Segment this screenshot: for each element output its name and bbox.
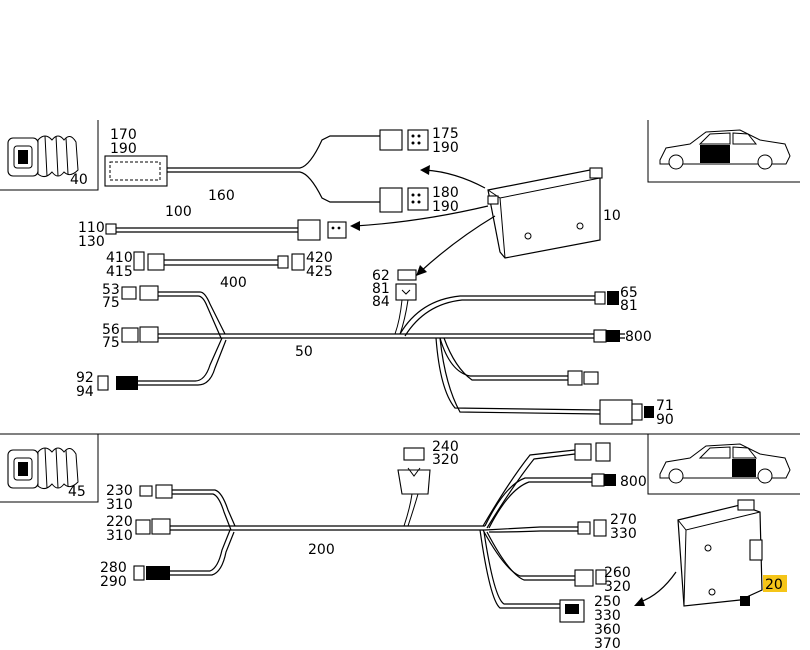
label-240: 240 <box>432 439 459 455</box>
label-100: 100 <box>165 204 192 220</box>
label-280: 280 <box>100 560 127 576</box>
label-410: 410 <box>106 250 133 266</box>
connector-62[interactable]: 62 81 84 <box>372 268 417 310</box>
connector-240[interactable]: 240 320 <box>397 439 459 495</box>
harness-160[interactable]: 170 190 160 <box>104 127 380 204</box>
label-420: 420 <box>306 250 333 266</box>
label-220-310: 310 <box>106 528 133 544</box>
label-260-320: 320 <box>604 579 631 595</box>
inset-label-45: 45 <box>68 484 86 500</box>
label-290: 290 <box>100 574 127 590</box>
label-130: 130 <box>78 234 105 250</box>
label-92: 92 <box>76 370 94 386</box>
connector-180[interactable]: 180 190 <box>379 185 459 215</box>
label-260: 260 <box>604 565 631 581</box>
label-81: 81 <box>372 281 390 297</box>
label-180: 180 <box>432 185 459 201</box>
label-170: 170 <box>110 127 137 143</box>
control-unit-20[interactable]: 20 <box>634 499 787 607</box>
label-10: 10 <box>603 208 621 224</box>
label-270-330: 330 <box>610 526 637 542</box>
harness-200[interactable]: 230 310 220 310 280 290 200 800 27 <box>100 442 647 650</box>
inset-label-40: 40 <box>70 172 88 188</box>
harness-400[interactable]: 410 415 420 425 400 <box>106 250 333 291</box>
label-56: 56 <box>102 322 120 338</box>
label-240-320: 320 <box>432 452 459 468</box>
label-50: 50 <box>295 344 313 360</box>
label-71: 71 <box>656 398 674 414</box>
label-180-190: 190 <box>432 199 459 215</box>
label-65-81: 81 <box>620 298 638 314</box>
label-270: 270 <box>610 512 637 528</box>
label-250-360: 360 <box>594 622 621 638</box>
label-175-190: 190 <box>432 140 459 156</box>
label-71-90: 90 <box>656 412 674 428</box>
label-800-top: 800 <box>625 329 652 345</box>
highlight-20 <box>763 575 787 592</box>
label-20: 20 <box>765 577 783 593</box>
label-415: 415 <box>106 264 133 280</box>
label-65: 65 <box>620 285 638 301</box>
label-160: 160 <box>208 188 235 204</box>
label-110: 110 <box>78 220 105 236</box>
harness-50[interactable]: 53 75 56 75 92 94 50 65 81 800 71 90 <box>76 282 674 428</box>
label-400: 400 <box>220 275 247 291</box>
label-220: 220 <box>106 514 133 530</box>
inset-boot-40[interactable]: 40 <box>0 120 99 191</box>
control-unit-10[interactable]: 10 <box>350 165 621 276</box>
label-190: 190 <box>110 141 137 157</box>
label-175: 175 <box>432 126 459 142</box>
label-53-75: 75 <box>102 295 120 311</box>
label-84: 84 <box>372 294 390 310</box>
label-250: 250 <box>594 594 621 610</box>
label-800-bottom: 800 <box>620 474 647 490</box>
label-425: 425 <box>306 264 333 280</box>
label-56-75: 75 <box>102 335 120 351</box>
label-94: 94 <box>76 384 94 400</box>
label-53: 53 <box>102 282 120 298</box>
connector-175[interactable]: 175 190 <box>379 126 459 156</box>
label-230: 230 <box>106 483 133 499</box>
label-200: 200 <box>308 542 335 558</box>
inset-car-rear-door[interactable] <box>647 434 800 495</box>
label-250-330: 330 <box>594 608 621 624</box>
harness-100[interactable]: 110 130 100 <box>78 204 347 250</box>
label-250-370: 370 <box>594 636 621 650</box>
label-230-310: 310 <box>106 497 133 513</box>
inset-car-front-door[interactable] <box>647 120 800 183</box>
label-62: 62 <box>372 268 390 284</box>
inset-boot-45[interactable]: 45 <box>0 434 99 503</box>
